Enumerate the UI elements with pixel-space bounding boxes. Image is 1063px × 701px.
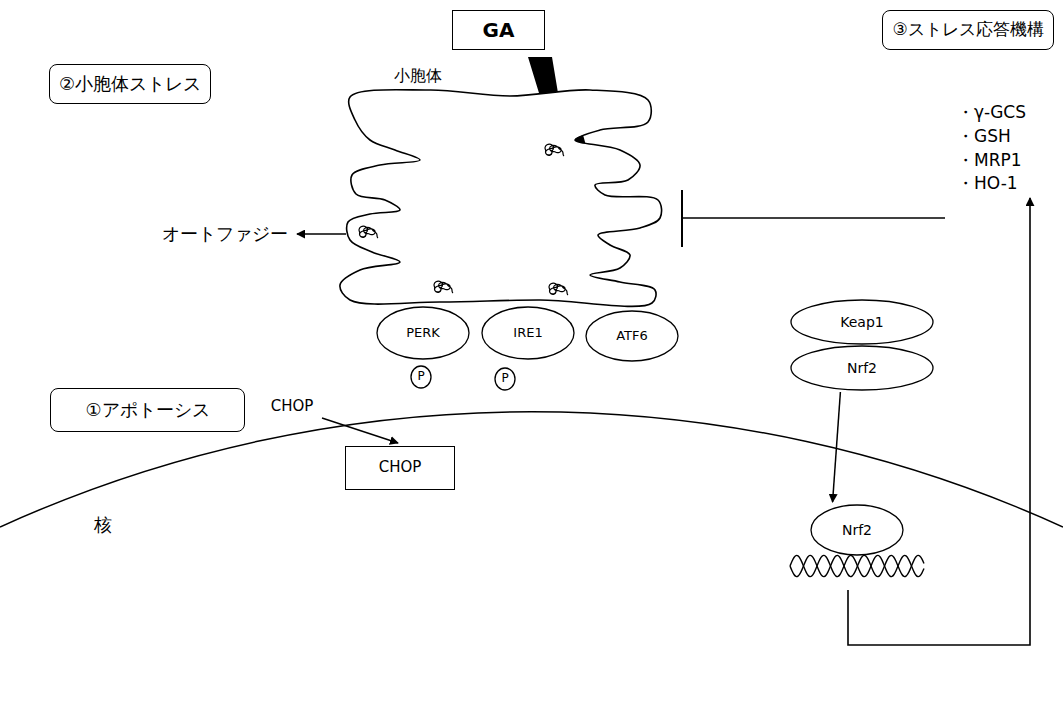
dna-strand: [790, 555, 924, 576]
list-item: ・GSH: [957, 127, 1011, 147]
ellipse-shape: [495, 368, 515, 390]
chop-arrow: [322, 418, 398, 443]
misfolded-protein: [434, 281, 453, 293]
ellipse-shape: [482, 307, 574, 359]
dna-helix: [790, 555, 924, 576]
section-heading-box: ②小胞体ストレス: [49, 64, 211, 104]
dna-strand: [790, 555, 924, 576]
section-heading-box: ①アポトーシス: [50, 388, 245, 432]
autophagy-arrow: [297, 233, 346, 235]
ellipse-shape: [811, 505, 903, 555]
protein-ellipse: Nrf2: [810, 504, 904, 556]
phosphate-circle: P: [494, 367, 516, 391]
ellipse-shape: [791, 300, 933, 344]
node-text: Nrf2: [847, 360, 877, 376]
ellipse-shape: [586, 311, 678, 361]
misfolded-protein: [549, 283, 568, 295]
process-label: オートファジー: [162, 224, 288, 245]
node-text: ③ストレス応答機構: [892, 20, 1043, 40]
organelle-label: 小胞体: [394, 67, 442, 85]
node-text: CHOP: [379, 459, 422, 476]
organelle-label: 核: [94, 515, 112, 536]
list-item: ・MRP1: [957, 151, 1022, 171]
protein-ellipse: PERK: [376, 306, 470, 360]
node-text: ATF6: [616, 329, 648, 344]
protein-label: CHOP: [271, 398, 314, 415]
node-text: IRE1: [513, 326, 542, 341]
node-text: ②小胞体ストレス: [59, 74, 201, 95]
stimulus-box: GA: [452, 10, 545, 50]
ellipse-shape: [377, 307, 469, 359]
phosphate-circle: P: [410, 365, 432, 389]
connector-arrow: [833, 392, 841, 502]
section-heading-box: ③ストレス応答機構: [882, 10, 1053, 50]
misfolded-protein: [359, 226, 378, 238]
node-text: Keap1: [840, 314, 883, 330]
protein-ellipse: Nrf2: [790, 345, 934, 391]
node-text: P: [501, 372, 508, 386]
list-item: ・γ-GCS: [957, 103, 1026, 123]
er-outline: [340, 90, 662, 307]
protein-ellipse: ATF6: [585, 310, 679, 362]
inhibition-line: [682, 217, 945, 219]
protein-ellipse: IRE1: [481, 306, 575, 360]
node-text: P: [417, 370, 424, 384]
misfolded-proteins: [359, 144, 568, 295]
node-text: Nrf2: [842, 522, 872, 538]
feedback-arrow: [848, 198, 1030, 645]
inhibition-bar: [681, 190, 683, 247]
list-item: ・HO-1: [957, 174, 1018, 194]
node-text: ①アポトーシス: [85, 400, 209, 421]
ellipse-shape: [791, 346, 933, 390]
misfolded-protein: [545, 144, 564, 156]
node-text: GA: [483, 19, 515, 42]
protein-ellipse: Keap1: [790, 299, 934, 345]
node-text: PERK: [406, 326, 440, 341]
protein-box: CHOP: [345, 446, 455, 490]
ellipse-shape: [411, 366, 431, 388]
